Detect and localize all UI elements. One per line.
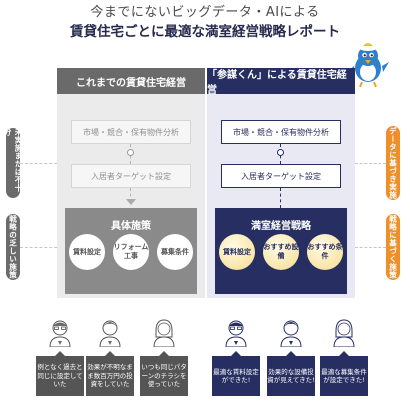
flow-dot bbox=[277, 149, 284, 156]
right-panel: 「参謀くん」による賃貸住宅経営 市場・競合・保有物件分析 入居者ターゲット設定 … bbox=[207, 68, 355, 298]
side-tag-right-bottom: 戦略に基づく施策 bbox=[386, 214, 400, 280]
left-action-title: 具体施策 bbox=[111, 221, 151, 232]
connector-line bbox=[355, 247, 386, 248]
flow-dot bbox=[127, 149, 134, 156]
comment-bubble-left-3: いつも同じパターンのチラシを使っていた bbox=[140, 351, 188, 396]
left-panel: これまでの賃貸住宅経営 市場・競合・保有物件分析 入居者ターゲット設定 具体施策… bbox=[57, 68, 205, 298]
left-action-box: 具体施策 賃料設定 リフォーム工事 募集条件 bbox=[65, 208, 197, 294]
header: 今までにないビッグデータ・AIによる 賃貸住宅ごとに最適な満室経営戦略レポート bbox=[0, 4, 410, 42]
flow-line bbox=[130, 188, 131, 202]
person-icon bbox=[99, 320, 121, 347]
side-tag-left-top: 未実施または不十分 bbox=[3, 128, 23, 198]
mascot-bird-icon bbox=[347, 43, 389, 88]
comment-bubble-right-2: 効果的な設備投資が見えてきた! bbox=[267, 351, 315, 396]
left-circle-reform: リフォーム工事 bbox=[113, 234, 149, 270]
person-icon bbox=[225, 320, 247, 347]
connector-line bbox=[20, 247, 57, 248]
comment-bubble-left-2: 効果が不明なまま数百万円の投資をしていた bbox=[86, 351, 134, 396]
right-action-box: 満室経営戦略 賃料設定 おすすめ設備 おすすめ条件 bbox=[215, 208, 347, 294]
comment-bubble-right-3: 最適な募集条件が設定できた! bbox=[320, 351, 368, 396]
connector-line bbox=[355, 163, 386, 164]
left-action-circles: 賃料設定 リフォーム工事 募集条件 bbox=[65, 234, 197, 270]
side-tag-left-bottom: 戦略の乏しい施策 bbox=[6, 214, 20, 280]
right-action-circles: 賃料設定 おすすめ設備 おすすめ条件 bbox=[215, 234, 347, 270]
person-icon bbox=[153, 319, 175, 347]
flow-line bbox=[280, 188, 281, 208]
left-circle-conditions: 募集条件 bbox=[157, 234, 193, 270]
right-circle-conditions: おすすめ条件 bbox=[307, 234, 343, 270]
comment-bubble-left-1: 例となく過去と同じに設定していた bbox=[36, 351, 84, 396]
arrow-down-icon bbox=[126, 199, 136, 205]
left-step-target: 入居者ターゲット設定 bbox=[71, 164, 191, 188]
person-icon bbox=[280, 320, 302, 347]
comment-bubble-right-1: 最適な賃料設定ができた! bbox=[212, 351, 260, 396]
header-line1: 今までにないビッグデータ・AIによる bbox=[90, 5, 320, 20]
right-circle-equipment: おすすめ設備 bbox=[263, 234, 299, 270]
left-panel-title: これまでの賃貸住宅経営 bbox=[57, 68, 205, 94]
right-step-target: 入居者ターゲット設定 bbox=[221, 164, 341, 188]
person-icon bbox=[333, 319, 355, 347]
person-icon bbox=[49, 320, 71, 347]
header-line2: 賃貸住宅ごとに最適な満室経営戦略レポート bbox=[70, 24, 340, 40]
right-action-title: 満室経営戦略 bbox=[251, 221, 311, 232]
left-circle-rent: 賃料設定 bbox=[69, 234, 105, 270]
right-step-analysis: 市場・競合・保有物件分析 bbox=[221, 120, 341, 144]
side-tag-right-top: データに基づき実施 bbox=[386, 126, 400, 200]
right-circle-rent: 賃料設定 bbox=[219, 234, 255, 270]
left-step-analysis: 市場・競合・保有物件分析 bbox=[71, 120, 191, 144]
right-panel-title: 「参謀くん」による賃貸住宅経営 bbox=[207, 68, 355, 96]
connector-line bbox=[20, 163, 57, 164]
